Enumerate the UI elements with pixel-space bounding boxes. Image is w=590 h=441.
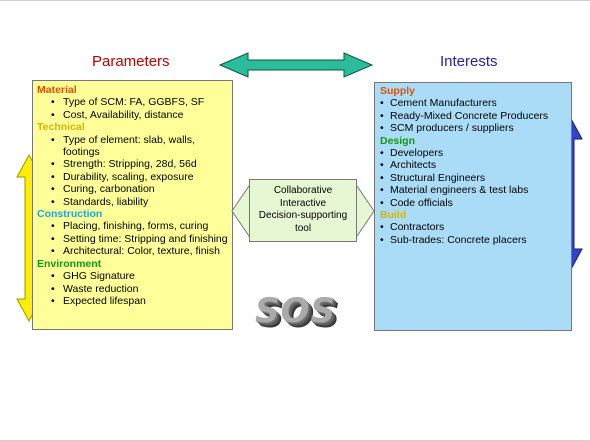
list-item: Structural Engineers bbox=[380, 172, 567, 185]
list-item: Setting time: Stripping and finishing bbox=[37, 233, 228, 246]
category-title: Environment bbox=[37, 257, 102, 270]
center-line: tool bbox=[294, 222, 312, 234]
category-title: Technical bbox=[37, 121, 85, 134]
parameters-box: Material Type of SCM: FA, GGBFS, SF Cost… bbox=[32, 80, 233, 330]
list-item: Ready-Mixed Concrete Producers bbox=[380, 110, 567, 123]
interests-heading: Interests bbox=[440, 53, 498, 70]
list-item: GHG Signature bbox=[37, 270, 228, 283]
center-line: Interactive bbox=[279, 197, 327, 209]
list-item: Durability, scaling, exposure bbox=[37, 171, 228, 184]
category-title: Construction bbox=[37, 208, 103, 221]
category-environment: Environment GHG Signature Waste reductio… bbox=[37, 258, 228, 308]
category-design: Design Developers Architects Structural … bbox=[380, 134, 567, 210]
list-item: Material engineers & test labs bbox=[380, 184, 567, 197]
list-item: Strength: Stripping, 28d, 56d bbox=[37, 158, 228, 171]
decision-tool-box: Collaborative Interactive Decision-suppo… bbox=[249, 179, 357, 242]
list-item: Standards, liability bbox=[37, 196, 228, 209]
list-item: Type of element: slab, walls, footings bbox=[37, 134, 228, 159]
list-item: Architectural: Color, texture, finish bbox=[37, 245, 228, 258]
center-line: Decision-supporting bbox=[258, 210, 348, 221]
list-item: Architects bbox=[380, 159, 567, 172]
category-construction: Construction Placing, finishing, forms, … bbox=[37, 208, 228, 258]
list-item: Sub-trades: Concrete placers bbox=[380, 234, 567, 247]
parameters-heading: Parameters bbox=[92, 53, 170, 70]
list-item: Waste reduction bbox=[37, 283, 228, 296]
category-title: Design bbox=[380, 134, 416, 147]
list-item: Expected lifespan bbox=[37, 295, 228, 308]
list-item: Developers bbox=[380, 147, 567, 160]
list-item: Type of SCM: FA, GGBFS, SF bbox=[37, 96, 228, 109]
list-item: Code officials bbox=[380, 197, 567, 210]
category-title: Supply bbox=[380, 85, 416, 97]
list-item: Contractors bbox=[380, 221, 567, 234]
list-item: Curing, carbonation bbox=[37, 183, 228, 196]
list-item: Placing, finishing, forms, curing bbox=[37, 220, 228, 233]
horizontal-double-arrow bbox=[218, 52, 374, 78]
list-item: SCM producers / suppliers bbox=[380, 122, 567, 135]
sos-logo: SOS bbox=[255, 291, 336, 331]
category-supply: Supply Cement Manufacturers Ready-Mixed … bbox=[380, 85, 567, 135]
list-item: Cement Manufacturers bbox=[380, 97, 567, 110]
interests-box: Supply Cement Manufacturers Ready-Mixed … bbox=[374, 82, 572, 331]
category-build: Build Contractors Sub-trades: Concrete p… bbox=[380, 209, 567, 247]
list-item: Cost, Availability, distance bbox=[37, 109, 228, 122]
category-technical: Technical Type of element: slab, walls, … bbox=[37, 121, 228, 208]
center-line: Collaborative bbox=[273, 185, 333, 196]
category-title: Build bbox=[380, 209, 407, 222]
category-material: Material Type of SCM: FA, GGBFS, SF Cost… bbox=[37, 84, 228, 122]
category-title: Material bbox=[37, 84, 77, 96]
